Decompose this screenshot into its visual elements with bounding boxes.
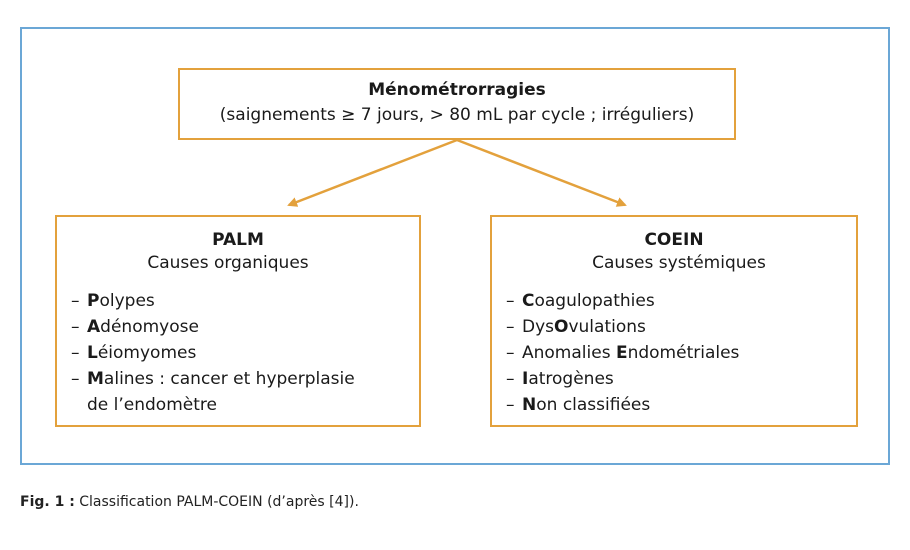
item-text-continuation: de l’endomètre [87,395,217,415]
coein-box: COEIN Causes systémiques –Coagulopathies… [490,215,858,427]
coein-title: COEIN [644,230,704,250]
item-text: ndométriales [627,343,740,363]
palm-item: –Polypes [71,288,419,314]
list-dash: – [506,343,515,363]
item-text: on classifiées [536,395,651,415]
item-text: éiomyomes [97,343,197,363]
arrow-to-coein [456,138,627,207]
acronym-letter: L [87,343,98,363]
list-dash: – [71,291,80,311]
item-text: vulations [568,317,646,337]
acronym-letter: I [522,369,529,389]
palm-box: PALM Causes organiques –Polypes –Adénomy… [55,215,421,427]
list-dash: – [71,343,80,363]
coein-item: –Iatrogènes [506,366,856,392]
palm-item: –Adénomyose [71,314,419,340]
figure-frame [20,27,890,465]
caption-label: Fig. 1 : [20,494,75,510]
item-text: olypes [99,291,155,311]
item-text: dénomyose [100,317,199,337]
acronym-letter: M [87,369,104,389]
coein-item: –Non classifiées [506,392,856,418]
list-dash: – [506,291,515,311]
item-prefix: Anomalies [522,343,616,363]
acronym-letter: N [522,395,537,415]
acronym-letter: P [87,291,100,311]
acronym-letter: A [87,317,101,337]
acronym-letter: O [554,317,569,337]
menometrorrhagia-box: Ménométrorragies (saignements ≥ 7 jours,… [178,68,736,140]
palm-item: –Malines : cancer et hyperplasie de l’end… [71,366,419,418]
list-dash: – [71,369,80,389]
coein-list: –Coagulopathies –DysOvulations –Anomalie… [492,288,856,418]
item-text: oagulopathies [534,291,655,311]
acronym-letter: C [522,291,535,311]
figure-caption: Fig. 1 : Classification PALM-COEIN (d’ap… [20,492,359,512]
item-text: alines : cancer et hyperplasie [103,369,355,389]
arrow-to-palm [287,138,458,207]
menometrorrhagia-definition: (saignements ≥ 7 jours, > 80 mL par cycl… [219,105,695,125]
coein-item: –DysOvulations [506,314,856,340]
palm-subtitle: Causes organiques [147,253,309,273]
palm-title: PALM [212,230,264,250]
item-prefix: Dys [522,317,555,337]
acronym-letter: E [615,343,628,363]
menometrorrhagia-title: Ménométrorragies [368,80,546,100]
palm-list: –Polypes –Adénomyose –Léiomyomes –Maline… [57,288,419,418]
list-dash: – [506,395,515,415]
list-dash: – [71,317,80,337]
palm-item: –Léiomyomes [71,340,419,366]
list-dash: – [506,317,515,337]
caption-text: Classification PALM-COEIN (d’après [4]). [79,494,359,510]
coein-item: –Coagulopathies [506,288,856,314]
list-dash: – [506,369,515,389]
item-text: atrogènes [528,369,614,389]
coein-item: –Anomalies Endométriales [506,340,856,366]
coein-subtitle: Causes systémiques [592,253,766,273]
